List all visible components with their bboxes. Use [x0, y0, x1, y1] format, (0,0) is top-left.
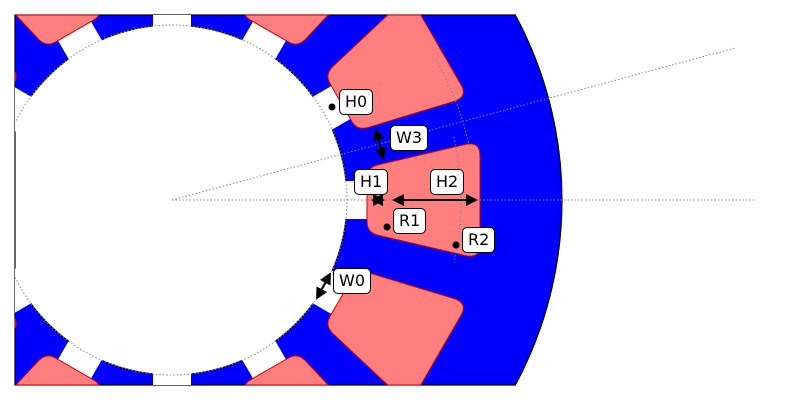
slot-winding: [14, 71, 17, 82]
slot-opening: [15, 263, 43, 313]
label-R2: R2: [462, 227, 496, 253]
slot-opening: [15, 87, 43, 137]
slot-winding: [244, 355, 330, 386]
R2-marker: [452, 241, 460, 249]
label-H0: H0: [339, 89, 374, 115]
slot-winding: [14, 14, 100, 45]
slot: [14, 329, 109, 386]
bore-construction-circle: [14, 24, 348, 376]
slot-winding: [244, 14, 330, 45]
H0-marker: [328, 103, 336, 111]
label-H2: H2: [430, 169, 465, 195]
slot: [235, 14, 330, 71]
W0-arrow: [316, 272, 331, 300]
slot: [14, 263, 43, 329]
slot-opening: [153, 15, 191, 40]
slot: [235, 329, 330, 386]
slot: [14, 71, 43, 137]
slot: [153, 360, 191, 385]
W3-arrow: [372, 128, 387, 160]
label-W0: W0: [333, 268, 371, 294]
label-W3: W3: [390, 125, 428, 151]
slot-opening: [153, 360, 191, 385]
slot-winding: [14, 318, 17, 329]
half-pitch-line: [171, 47, 736, 201]
slot-winding: [14, 355, 100, 386]
R1-marker: [383, 223, 391, 231]
slot: [153, 15, 191, 40]
slot: [14, 14, 109, 71]
label-H1: H1: [354, 169, 389, 195]
label-R1: R1: [393, 208, 427, 234]
